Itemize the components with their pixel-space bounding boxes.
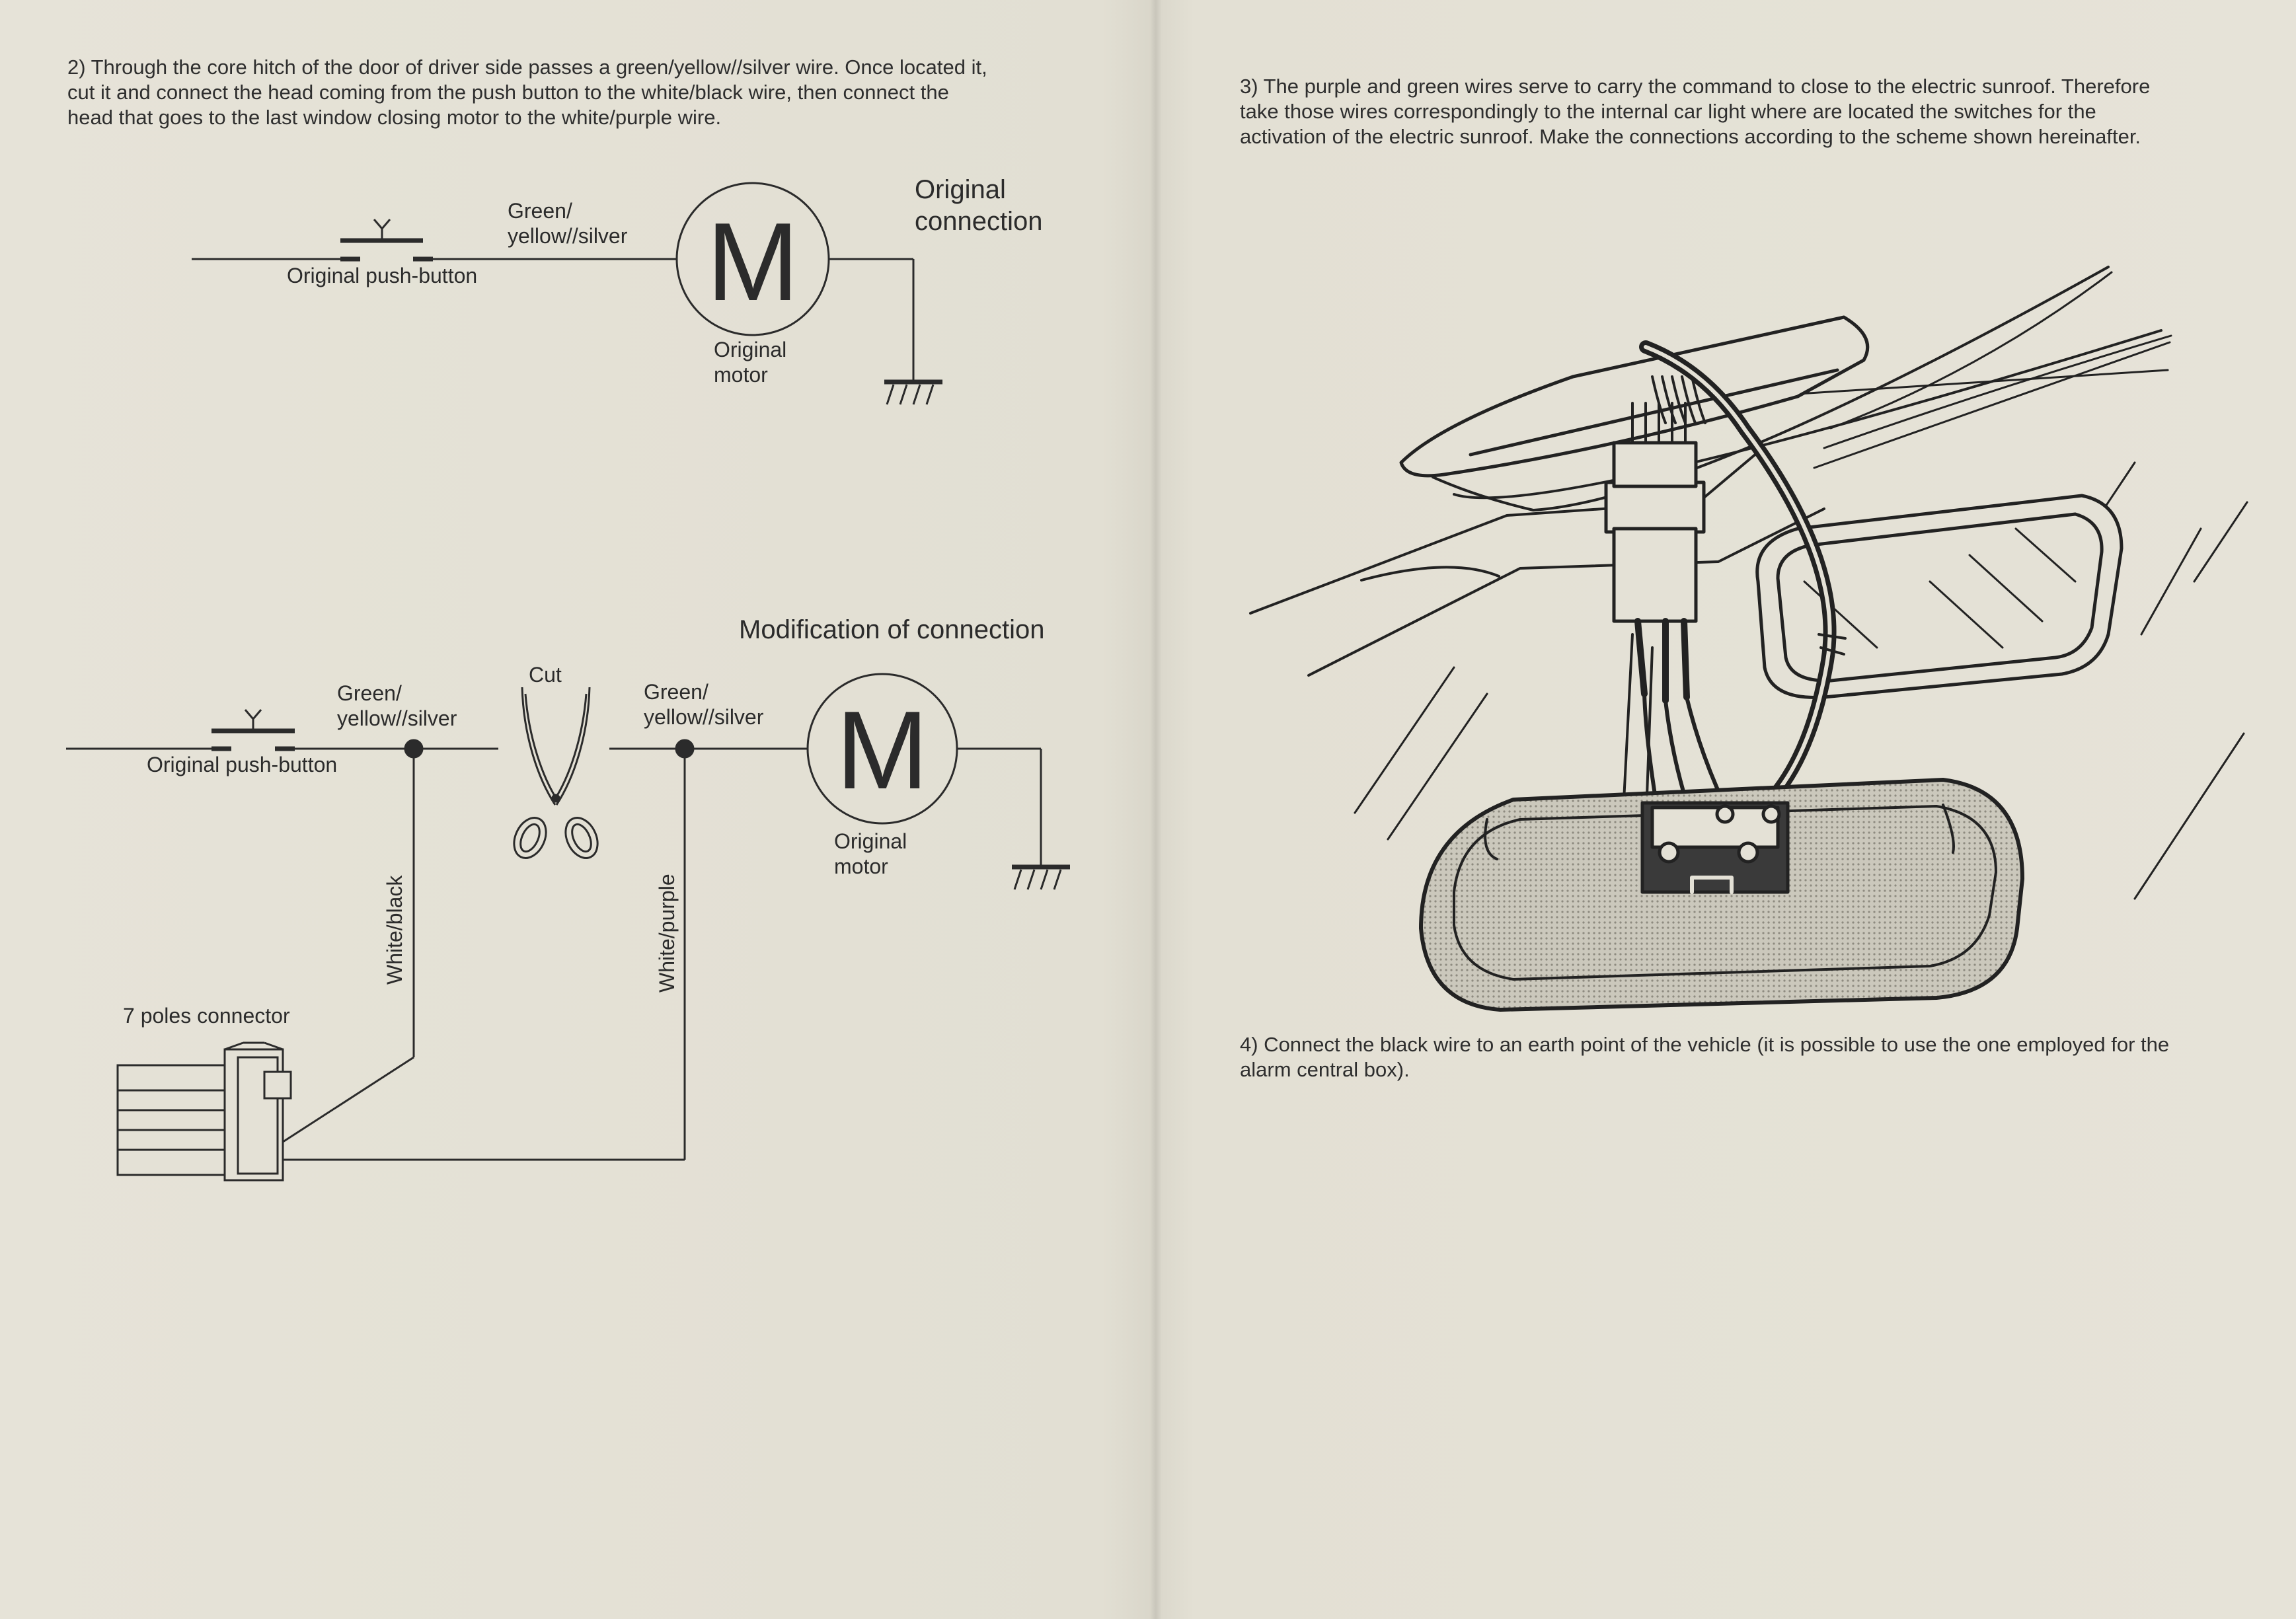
connector-label: 7 poles connector bbox=[123, 1004, 290, 1028]
ground-icon bbox=[1012, 864, 1070, 890]
dome-light-icon bbox=[1419, 778, 2024, 1012]
wire-label-line1: Green/ bbox=[644, 680, 708, 704]
wire-label-line2: yellow//silver bbox=[508, 224, 628, 248]
original-connection-diagram bbox=[192, 182, 942, 405]
instruction-2-line: head that goes to the last window closin… bbox=[67, 106, 722, 129]
instruction-3: 3) The purple and green wires serve to c… bbox=[1240, 74, 2150, 149]
wire-label-line2: yellow//silver bbox=[337, 706, 457, 730]
instruction-4-line: 4) Connect the black wire to an earth po… bbox=[1240, 1033, 2170, 1056]
instruction-3-line: take those wires correspondingly to the … bbox=[1240, 100, 2096, 123]
wire-line bbox=[282, 1056, 414, 1143]
roof-lining-edge bbox=[1813, 271, 2172, 469]
instruction-2: 2) Through the core hitch of the door of… bbox=[67, 55, 987, 130]
pushbutton-label: Original push-button bbox=[287, 264, 477, 287]
cut-label: Cut bbox=[529, 663, 562, 687]
wire-harness bbox=[1604, 375, 1734, 834]
white-purple-label: White/purple bbox=[655, 874, 679, 993]
connector-7-poles-icon bbox=[116, 1041, 292, 1182]
pushbutton-switch-icon bbox=[340, 219, 433, 262]
page-fold bbox=[1150, 0, 1162, 1619]
motor-symbol: M bbox=[707, 200, 799, 324]
pushbutton-label: Original push-button bbox=[147, 753, 337, 776]
original-title-line2: connection bbox=[915, 207, 1042, 236]
motor-label-line2: motor bbox=[834, 854, 888, 878]
instruction-2-line: cut it and connect the head coming from … bbox=[67, 81, 949, 104]
sun-visor-icon bbox=[1399, 315, 1870, 478]
motor-symbol: M bbox=[836, 688, 929, 812]
instruction-4-line: alarm central box). bbox=[1240, 1058, 1410, 1081]
instruction-3-line: 3) The purple and green wires serve to c… bbox=[1240, 75, 2151, 98]
motor-label-line1: Original bbox=[714, 338, 786, 361]
wire-label-line2: yellow//silver bbox=[644, 705, 764, 729]
wire-label-line1: Green/ bbox=[508, 199, 572, 223]
motor-label-line1: Original bbox=[834, 829, 907, 853]
white-black-label: White/black bbox=[383, 875, 406, 985]
rearview-mirror-icon bbox=[1755, 494, 2124, 699]
interior-light-illustration bbox=[1249, 266, 2248, 1012]
windshield-lines bbox=[1354, 461, 2248, 900]
instruction-2-line: 2) Through the core hitch of the door of… bbox=[67, 56, 987, 79]
motor-label-line2: motor bbox=[714, 363, 768, 387]
pushbutton-switch-icon bbox=[211, 709, 295, 751]
instruction-4: 4) Connect the black wire to an earth po… bbox=[1240, 1032, 2169, 1082]
ground-icon bbox=[884, 379, 942, 405]
scissors-icon bbox=[513, 687, 599, 859]
modified-connection-diagram bbox=[66, 673, 1070, 1182]
wire-label-line1: Green/ bbox=[337, 681, 402, 705]
original-title-line1: Original bbox=[915, 175, 1006, 204]
instruction-3-line: activation of the electric sunroof. Make… bbox=[1240, 125, 2141, 148]
modification-title: Modification of connection bbox=[739, 615, 1045, 644]
